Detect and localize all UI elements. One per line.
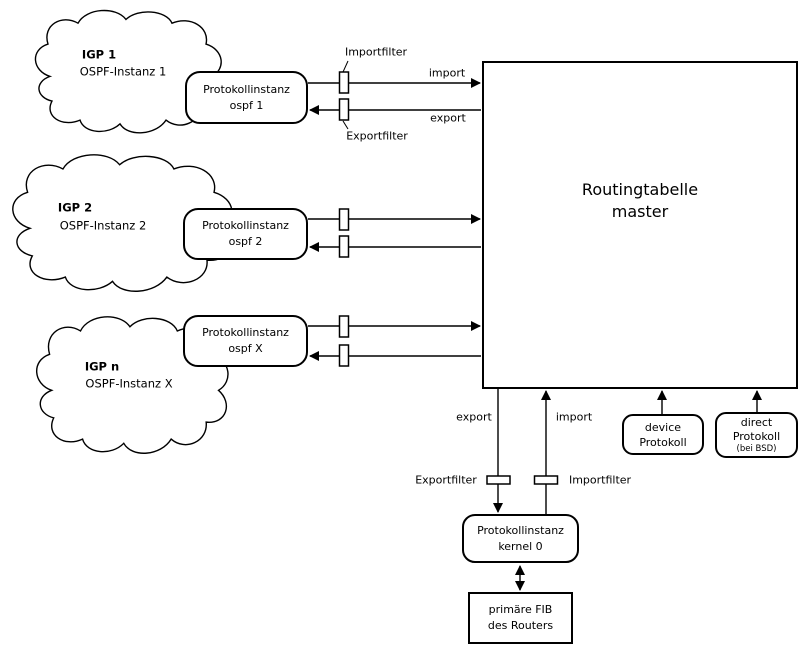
cloud-3-subtitle: OSPF-Instanz X (85, 376, 173, 391)
protocol-box-ospfX-line1: Protokollinstanz (202, 326, 289, 339)
export-filter-marker-ospfX (338, 344, 350, 367)
export-filter-marker-kernel (486, 475, 511, 485)
direct-protocol-note: (bei BSD) (736, 443, 777, 454)
import-filter-marker-ospf1 (338, 71, 350, 94)
protocol-box-ospfX: Protokollinstanz ospf X (183, 315, 308, 367)
device-protocol-line2: Protokoll (639, 435, 687, 449)
protocol-box-ospf1-line2: ospf 1 (229, 98, 264, 112)
cloud-3-title: IGP n (84, 359, 120, 374)
cloud-1-subtitle: OSPF-Instanz 1 (79, 64, 167, 79)
direct-protocol-line2: Protokoll (732, 429, 781, 443)
direct-protocol-line1: direct (740, 415, 773, 429)
import-filter-marker-ospfX (338, 315, 350, 338)
routing-table-title-line1: Routingtabelle (581, 180, 699, 199)
protocol-box-ospf2: Protokollinstanz ospf 2 (183, 208, 308, 260)
label-export-top: export (430, 111, 466, 125)
protocol-box-kernel-line1: Protokollinstanz (477, 523, 564, 537)
protocol-box-kernel-line2: kernel 0 (498, 539, 543, 553)
label-import-bottom: import (555, 410, 593, 424)
import-filter-marker-ospf2 (338, 208, 350, 231)
import-filter-marker-kernel (533, 475, 559, 485)
fib-box-line1: primäre FIB (488, 603, 553, 616)
connector-exportfilter-top (342, 120, 349, 130)
label-exportfilter-top: Exportfilter (346, 129, 408, 143)
protocol-box-ospf2-line1: Protokollinstanz (202, 219, 289, 232)
protocol-box-kernel: Protokollinstanz kernel 0 (462, 514, 579, 563)
igp-cloud-3 (37, 317, 228, 453)
export-filter-marker-ospf2 (338, 235, 350, 258)
connector-importfilter-top (342, 60, 349, 73)
cloud-2-title: IGP 2 (57, 200, 93, 215)
direct-protocol-box: direct Protokoll (bei BSD) (715, 412, 798, 458)
cloud-1-title: IGP 1 (81, 47, 117, 62)
fib-box-line2: des Routers (487, 619, 554, 632)
cloud-2-subtitle: OSPF-Instanz 2 (59, 218, 147, 233)
routing-table-box: Routingtabelle master (482, 61, 798, 389)
protocol-box-ospfX-line2: ospf X (228, 342, 263, 355)
device-protocol-box: device Protokoll (622, 414, 704, 455)
protocol-box-ospf2-line2: ospf 2 (228, 235, 263, 248)
fib-box: primäre FIB des Routers (468, 592, 573, 644)
label-exportfilter-bottom: Exportfilter (415, 473, 477, 487)
routing-table-title-line2: master (611, 202, 669, 221)
label-importfilter-top: Importfilter (344, 45, 408, 59)
label-importfilter-bottom: Importfilter (568, 473, 632, 487)
device-protocol-line1: device (644, 420, 682, 434)
protocol-box-ospf1: Protokollinstanz ospf 1 (185, 71, 308, 124)
protocol-box-ospf1-line1: Protokollinstanz (203, 82, 290, 96)
label-export-bottom: export (456, 410, 492, 424)
label-import-top: import (428, 66, 466, 80)
export-filter-marker-ospf1 (338, 98, 350, 121)
